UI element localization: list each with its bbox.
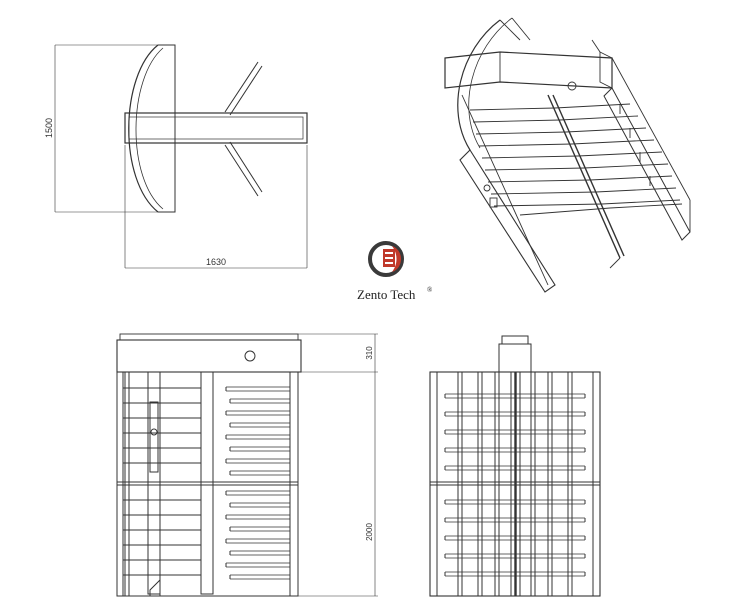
side-view bbox=[429, 335, 601, 597]
dim-label-1630: 1630 bbox=[206, 257, 226, 267]
zento-tech-logo bbox=[368, 241, 404, 277]
brand-name: Zento Tech bbox=[357, 287, 416, 302]
top-view bbox=[54, 44, 308, 269]
dim-label-1500: 1500 bbox=[44, 118, 54, 138]
registered-mark: ® bbox=[427, 286, 433, 294]
front-view bbox=[116, 333, 378, 597]
isometric-view bbox=[444, 17, 691, 293]
dim-label-310: 310 bbox=[365, 346, 374, 360]
dim-label-2000: 2000 bbox=[365, 523, 374, 541]
